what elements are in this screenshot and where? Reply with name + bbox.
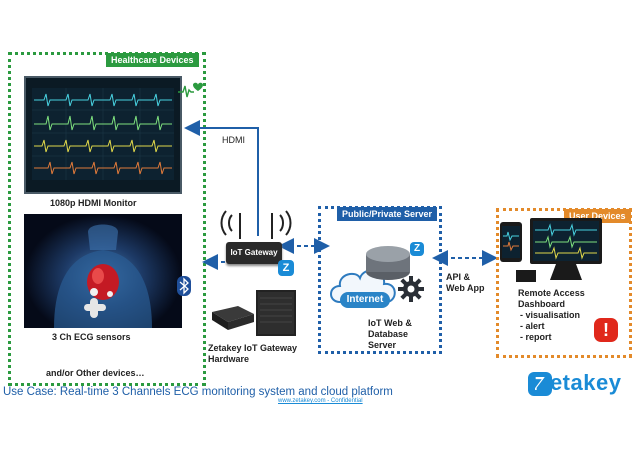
use-case-caption: Use Case: Real-time 3 Channels ECG monit… [3, 386, 393, 398]
ecg-sensors-label: 3 Ch ECG sensors [52, 332, 131, 342]
healthcare-devices-tag: Healthcare Devices [106, 53, 199, 67]
other-devices-label: and/or Other devices… [46, 368, 145, 378]
zetakey-logo: Z Zetakey [528, 370, 632, 400]
hdmi-monitor-image [24, 76, 182, 194]
gear-icon [398, 276, 424, 302]
zetakey-badge-icon: Z [278, 260, 294, 276]
hdmi-label: HDMI [222, 135, 245, 145]
server-zetakey-badge-icon: Z [410, 242, 424, 256]
phone-and-desktop-image [500, 218, 602, 282]
confidential-credit: www.zetakey.com - Confidential [278, 398, 363, 404]
remote-dashboard-title-text: Remote Access Dashboard [518, 288, 585, 309]
zetakey-logo-badge: Z [528, 372, 552, 396]
internet-badge: Internet [340, 292, 390, 308]
hdmi-arrow [184, 120, 259, 236]
remote-dashboard-title: Remote Access Dashboard [518, 288, 585, 310]
alert-icon-symbol: ! [603, 320, 609, 340]
remote-dashboard-features: visualisation alert report [520, 310, 581, 343]
iot-server-label-text: IoT Web & Database Server [368, 318, 412, 350]
internet-label: Internet [346, 294, 384, 305]
server-tag: Public/Private Server [337, 207, 438, 221]
alert-icon: ! [594, 318, 618, 342]
bluetooth-icon [177, 276, 191, 296]
zetakey-logo-text: Zetakey [536, 370, 622, 395]
feature-report: report [520, 332, 580, 343]
feature-alert: alert [520, 321, 580, 332]
torso-heart-illustration [54, 224, 152, 328]
iot-server-label: IoT Web & Database Server [368, 318, 412, 351]
feature-visualisation: visualisation [520, 310, 581, 321]
gateway-hardware-label: Zetakey IoT Gateway Hardware [208, 343, 297, 365]
ecg-sensors-image [24, 214, 182, 328]
iot-gateway-device: IoT Gateway [226, 242, 282, 264]
gateway-hardware-label-text: Zetakey IoT Gateway Hardware [208, 343, 298, 364]
wifi-icon [220, 210, 292, 239]
database-icon [366, 246, 410, 280]
ecg-waveforms [32, 88, 174, 180]
gateway-hardware-image [212, 290, 296, 336]
api-label-text: API & Web App [446, 272, 485, 293]
heart-pulse-icon [178, 82, 203, 98]
api-label: API & Web App [446, 272, 485, 294]
iot-gateway-device-label: IoT Gateway [230, 248, 278, 257]
monitor-label: 1080p HDMI Monitor [50, 198, 137, 208]
